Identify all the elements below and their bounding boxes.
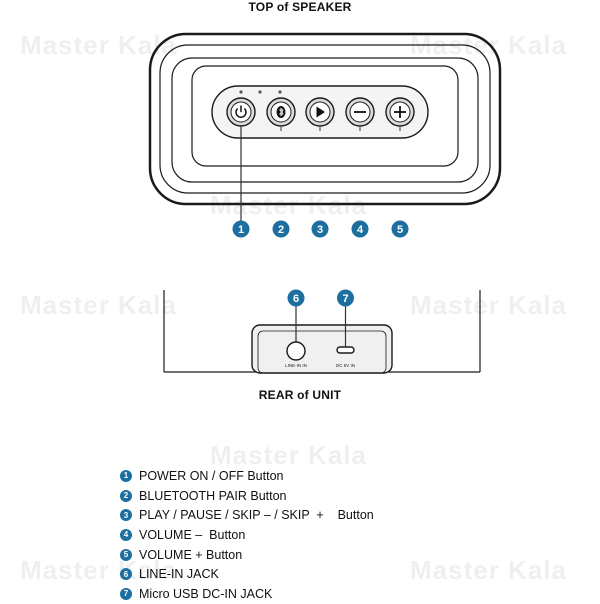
legend-item: 4 VOLUME – Button [120,525,374,545]
callout-badge-2: 2 [272,220,290,238]
callout-badge-6: 6 [287,289,305,307]
callout-badge-3: 3 [311,220,329,238]
legend-text: VOLUME + Button [139,547,243,562]
legend-text: POWER ON / OFF Button [139,468,284,483]
legend-item: 3 PLAY / PAUSE / SKIP – / SKIP + Button [120,505,374,525]
line-in-jack[interactable] [286,341,306,361]
svg-text:1: 1 [238,224,244,236]
watermark: Master Kala [210,440,367,470]
legend-item: 5 VOLUME + Button [120,545,374,565]
volume-up-button[interactable] [385,97,415,127]
legend-number-badge: 2 [120,489,132,502]
legend-number-badge: 1 [120,469,132,482]
speaker-top-body [148,32,502,206]
bluetooth-button[interactable] [266,97,296,127]
power-icon [235,105,247,118]
watermark: Master Kala [410,290,567,320]
legend-number-badge: 6 [120,568,132,581]
watermark: Master Kala [410,555,567,585]
legend-number-badge: 5 [120,548,132,561]
dc-in-label: DC 5V IN [336,363,355,368]
callout-badge-4: 4 [351,220,369,238]
rear-of-unit-title: REAR of UNIT [258,388,342,402]
legend-number-badge: 7 [120,587,132,600]
play-pause-button[interactable] [305,97,335,127]
legend-text: LINE-IN JACK [139,567,219,582]
legend-number-badge: 3 [120,509,132,522]
svg-text:6: 6 [293,293,299,305]
button-tick-marks [280,127,401,131]
power-button[interactable] [226,97,256,127]
rear-port-panel [251,324,393,374]
svg-text:5: 5 [397,224,403,236]
callout-badge-7: 7 [337,289,354,307]
legend-item: 2 BLUETOOTH PAIR Button [120,486,374,506]
bluetooth-icon [279,107,284,117]
callout-badge-1: 1 [232,220,250,238]
micro-usb-port[interactable] [336,346,355,354]
status-led-dots [239,90,282,94]
line-in-label: LINE-IN IN [285,363,307,368]
line-in-jack-icon [286,341,306,361]
watermark: Master Kala [20,30,177,60]
legend-list: 1 POWER ON / OFF Button 2 BLUETOOTH PAIR B… [120,466,374,604]
callout-badge-5: 5 [391,220,409,238]
legend-item: 7 Micro USB DC-IN JACK [120,584,374,604]
play-icon [316,106,325,118]
svg-text:2: 2 [278,224,284,236]
watermark: Master Kala [20,555,177,585]
svg-text:3: 3 [317,224,323,236]
top-of-speaker-title: TOP of SPEAKER [248,0,352,14]
legend-number-badge: 4 [120,528,132,541]
legend-text: PLAY / PAUSE / SKIP – / SKIP + Button [139,508,374,523]
micro-usb-port-icon [336,346,355,354]
watermark: Master Kala [20,290,177,320]
legend-item: 6 LINE-IN JACK [120,564,374,584]
plus-icon [394,106,406,118]
legend-text: VOLUME – Button [139,527,246,542]
volume-down-button[interactable] [345,97,375,127]
legend-text: Micro USB DC-IN JACK [139,586,273,601]
svg-text:7: 7 [342,293,348,305]
legend-item: 1 POWER ON / OFF Button [120,466,374,486]
svg-text:4: 4 [357,224,364,236]
legend-text: BLUETOOTH PAIR Button [139,488,287,503]
